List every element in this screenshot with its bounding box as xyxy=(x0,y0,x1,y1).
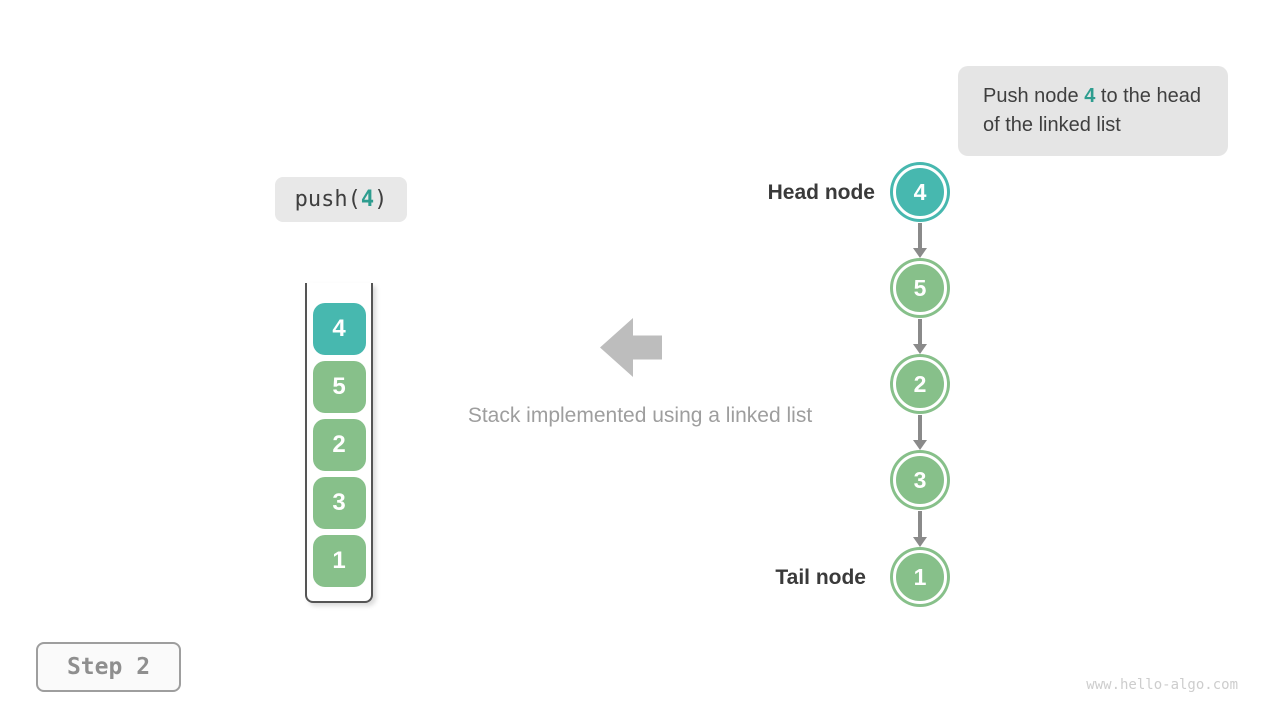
push-operation-label: push(4) xyxy=(275,177,407,222)
list-node: 4 xyxy=(893,165,947,219)
list-node: 3 xyxy=(893,453,947,507)
stack-item: 4 xyxy=(312,303,366,355)
arrow-connector-icon xyxy=(913,223,927,258)
left-arrow-icon xyxy=(600,318,662,377)
callout-highlight-value: 4 xyxy=(1084,85,1096,107)
diagram-caption: Stack implemented using a linked list xyxy=(467,404,813,427)
push-label-suffix: ) xyxy=(374,187,388,212)
list-node: 1 xyxy=(893,550,947,604)
stack-item: 1 xyxy=(312,535,366,587)
push-label-value: 4 xyxy=(360,187,375,212)
arrow-connector-icon xyxy=(913,511,927,547)
instruction-callout: Push node 4 to the head of the linked li… xyxy=(958,66,1228,156)
callout-text-suffix: to the head of the linked list xyxy=(983,85,1201,136)
step-badge: Step 2 xyxy=(36,642,181,692)
stack-item: 2 xyxy=(312,419,366,471)
watermark: www.hello-algo.com xyxy=(1086,677,1238,693)
tail-node-label: Tail node xyxy=(775,566,866,589)
stack-item: 3 xyxy=(312,477,366,529)
arrow-connector-icon xyxy=(913,319,927,354)
list-node: 5 xyxy=(893,261,947,315)
callout-text-prefix: Push node xyxy=(983,85,1085,107)
push-label-prefix: push( xyxy=(294,187,361,212)
stack-container: 4 5 2 3 1 xyxy=(305,283,373,603)
arrow-connector-icon xyxy=(913,415,927,450)
head-node-label: Head node xyxy=(767,181,875,204)
stack-item: 5 xyxy=(312,361,366,413)
list-node: 2 xyxy=(893,357,947,411)
